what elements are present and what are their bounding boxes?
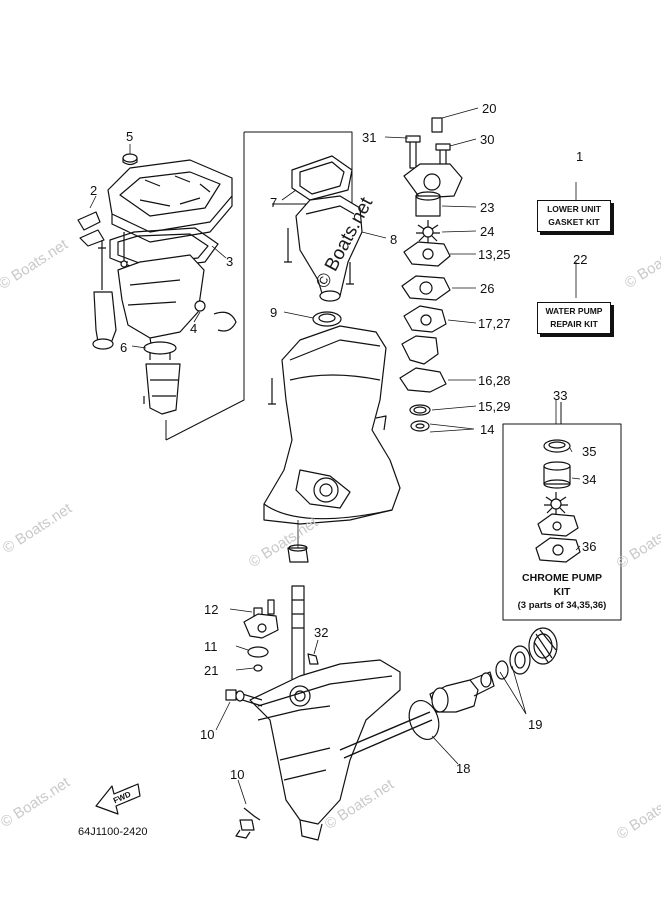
callout-26: 26 bbox=[480, 281, 495, 296]
callout-21: 21 bbox=[204, 663, 219, 678]
callout-31: 31 bbox=[362, 130, 377, 145]
callout-7: 7 bbox=[270, 195, 278, 210]
bearing-housing bbox=[408, 627, 558, 740]
callout-8: 8 bbox=[390, 232, 398, 247]
gear-case bbox=[249, 659, 401, 841]
water-pump-group bbox=[399, 117, 463, 432]
callout-13-25: 13,25 bbox=[478, 247, 511, 262]
lower-unit-gasket-kit-box: LOWER UNIT GASKET KIT bbox=[537, 200, 611, 232]
upper-casing-group bbox=[77, 153, 237, 415]
callout-23: 23 bbox=[480, 200, 495, 215]
lower-left-parts bbox=[225, 599, 319, 839]
callout-17-27: 17,27 bbox=[478, 316, 511, 331]
callout-35: 35 bbox=[582, 444, 597, 459]
lower-casing bbox=[263, 325, 401, 525]
callout-36: 36 bbox=[582, 539, 597, 554]
gasket-7-group bbox=[291, 155, 353, 201]
callout-3: 3 bbox=[226, 254, 234, 269]
callout-32: 32 bbox=[314, 625, 329, 640]
callout-30: 30 bbox=[480, 132, 495, 147]
chrome-kit-line2: KIT bbox=[553, 586, 571, 598]
callout-6: 6 bbox=[120, 340, 128, 355]
callout-19: 19 bbox=[528, 717, 543, 732]
diagram-code: 64J1100-2420 bbox=[78, 826, 148, 838]
water-pump-repair-kit-box: WATER PUMP REPAIR KIT bbox=[537, 302, 611, 334]
callout-15-29: 15,29 bbox=[478, 399, 511, 414]
callout-24: 24 bbox=[480, 224, 495, 239]
callout-1: 1 bbox=[576, 149, 584, 164]
drive-shaft-housing-upper bbox=[284, 195, 363, 302]
callout-9: 9 bbox=[270, 305, 278, 320]
callout-2: 2 bbox=[90, 183, 98, 198]
callout-4: 4 bbox=[190, 321, 198, 336]
callout-33: 33 bbox=[553, 388, 568, 403]
callout-11: 11 bbox=[204, 639, 218, 654]
chrome-pump-kit-caption: CHROME PUMP KIT (3 parts of 34,35,36) bbox=[505, 571, 619, 613]
callout-20: 20 bbox=[482, 101, 497, 116]
callout-5: 5 bbox=[126, 129, 134, 144]
callout-34: 34 bbox=[582, 472, 597, 487]
lower-unit-kit-line2: GASKET KIT bbox=[548, 217, 600, 227]
chrome-kit-line1: CHROME PUMP bbox=[522, 572, 602, 584]
callout-10-upper: 10 bbox=[200, 727, 215, 742]
water-pump-kit-line2: REPAIR KIT bbox=[550, 319, 598, 329]
chrome-kit-line3: (3 parts of 34,35,36) bbox=[517, 600, 607, 611]
callout-22: 22 bbox=[573, 252, 588, 267]
callout-14: 14 bbox=[480, 422, 495, 437]
callout-18: 18 bbox=[456, 761, 471, 776]
callout-10-lower: 10 bbox=[230, 767, 245, 782]
callout-16-28: 16,28 bbox=[478, 373, 511, 388]
callout-12: 12 bbox=[204, 602, 219, 617]
lower-unit-kit-line1: LOWER UNIT bbox=[547, 204, 601, 214]
water-pump-kit-line1: WATER PUMP bbox=[545, 306, 603, 316]
